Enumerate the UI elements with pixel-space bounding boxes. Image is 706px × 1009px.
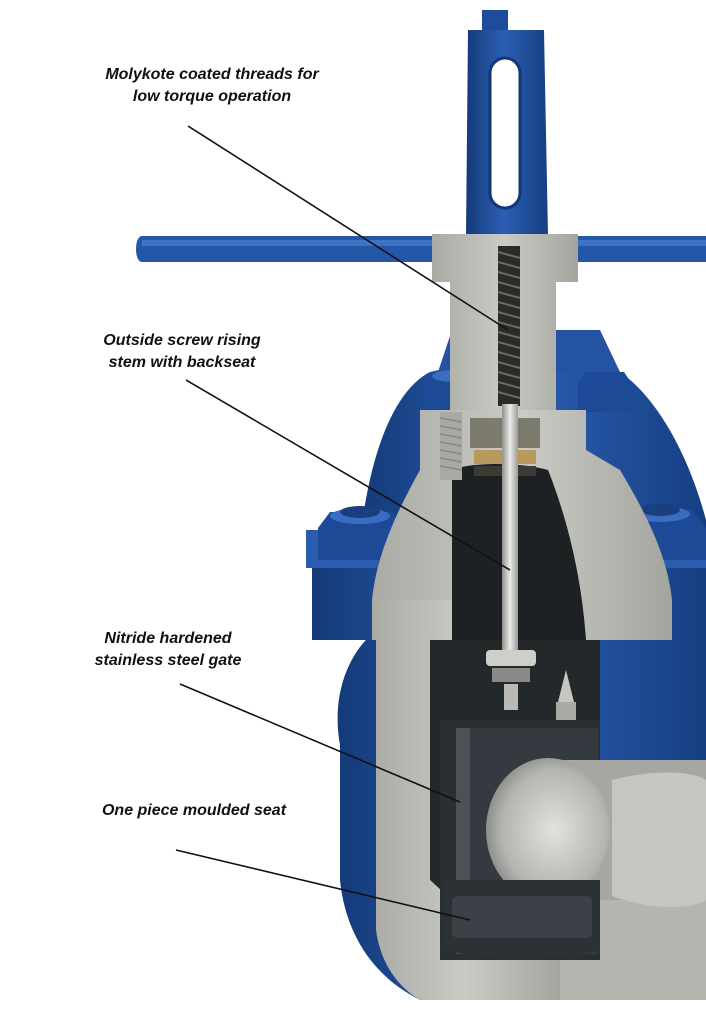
callout-gate: Nitride hardened stainless steel gate [74,628,262,672]
callout-stem-line-2: stem with backseat [108,354,256,371]
flow-port [486,758,706,908]
leader-line-gate [179,683,461,803]
callout-gate-line-1: Nitride hardened [104,630,232,647]
leader-line-seat [175,849,471,921]
leader-line-stem [185,379,511,571]
callout-threads-line-1: Molykote coated threads for [105,66,319,83]
callout-threads: Molykote coated threads for low torque o… [96,64,328,108]
leader-lines [175,125,511,921]
callout-seat: One piece moulded seat [78,800,310,822]
yoke-top [466,10,548,236]
stem-threads [497,246,521,406]
callout-gate-line-2: stainless steel gate [94,652,242,669]
callout-threads-line-2: low torque operation [132,88,292,105]
handwheel-bar [136,236,706,262]
leader-line-threads [187,125,509,331]
callout-seat-line-1: One piece moulded seat [101,802,287,819]
callout-stem-line-1: Outside screw rising [103,332,261,349]
callout-stem: Outside screw rising stem with backseat [84,330,280,374]
seat [444,880,600,958]
valve-stem [486,404,576,742]
